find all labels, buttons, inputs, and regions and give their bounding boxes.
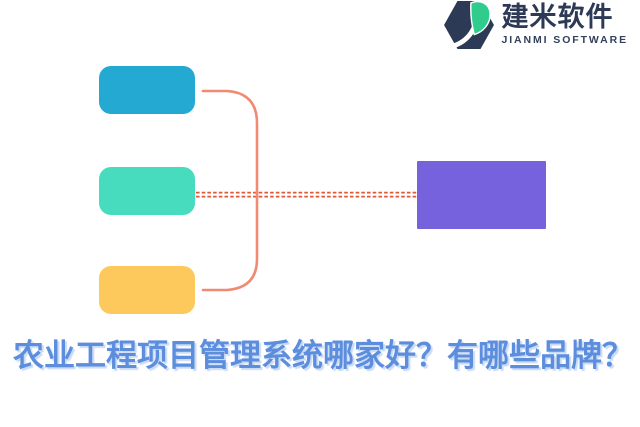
bracket-connector-line bbox=[201, 89, 259, 292]
brand-name: 建米软件 bbox=[501, 2, 614, 32]
diagram-node-bottom bbox=[99, 266, 195, 314]
brand-logo: 建米软件 JIANMI SOFTWARE bbox=[443, 1, 628, 49]
brand-subtitle: JIANMI SOFTWARE bbox=[501, 34, 628, 47]
headline-text: 农业工程项目管理系统哪家好？有哪些品牌？ bbox=[13, 338, 633, 373]
logo-leaf-shape bbox=[470, 1, 492, 36]
diagram-node-top bbox=[99, 66, 195, 114]
brand-logo-text: 建米软件 JIANMI SOFTWARE bbox=[501, 1, 628, 46]
diagram-node-right bbox=[417, 161, 546, 229]
jianmi-logo-icon bbox=[444, 1, 495, 49]
diagram-node-middle bbox=[99, 167, 195, 215]
